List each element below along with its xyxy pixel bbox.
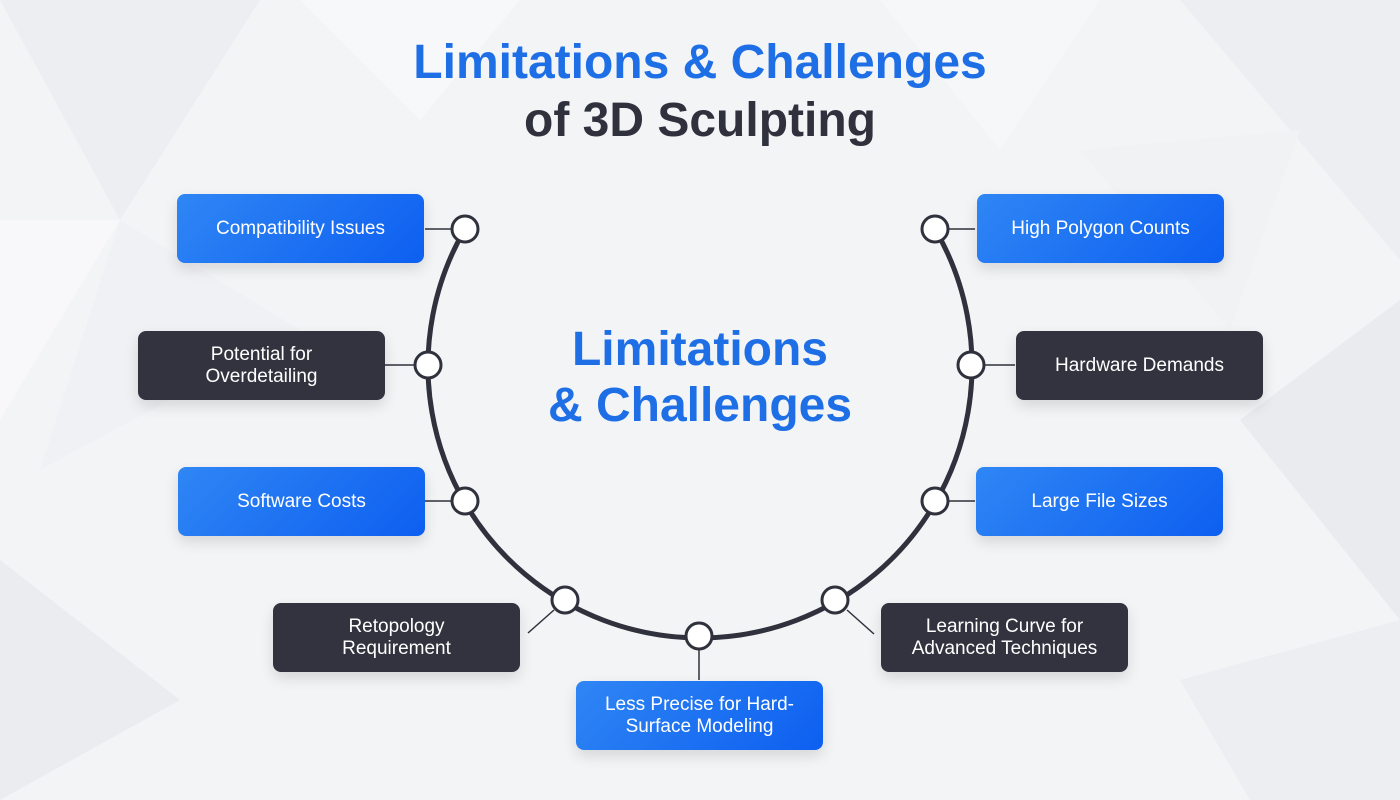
center-label-line-2: & Challenges [547, 379, 853, 432]
title-line-1: Limitations & Challenges [413, 36, 987, 89]
node-retopology [550, 585, 580, 615]
center-label-line-1: Limitations [571, 323, 828, 376]
item-learning-curve-label: Learning Curve for Advanced Techniques [911, 615, 1098, 659]
item-compatibility-issues: Compatibility Issues [177, 194, 424, 263]
connector-learning-curve [846, 609, 875, 635]
node-compatibility [450, 214, 480, 244]
item-less-precise: Less Precise for Hard-Surface Modeling [576, 681, 823, 750]
node-high-polygon [920, 214, 950, 244]
item-software-costs: Software Costs [178, 467, 425, 536]
item-potential-for-overdetailing-label: Potential for Overdetailing [205, 343, 318, 387]
item-less-precise-label: Less Precise for Hard-Surface Modeling [604, 693, 794, 737]
item-retopology-requirement-label: Retopology Requirement [342, 615, 451, 659]
arc-ring [425, 227, 975, 641]
item-learning-curve: Learning Curve for Advanced Techniques [881, 603, 1128, 672]
node-hardware [956, 350, 986, 380]
node-overdetailing [413, 350, 443, 380]
node-large-files [920, 486, 950, 516]
item-high-polygon-counts: High Polygon Counts [977, 194, 1224, 263]
center-label: Limitations & Challenges [470, 322, 930, 434]
node-software-costs [450, 486, 480, 516]
title-line-2: of 3D Sculpting [524, 94, 876, 147]
page-title: Limitations & Challenges of 3D Sculpting [0, 34, 1400, 150]
item-large-file-sizes: Large File Sizes [976, 467, 1223, 536]
item-retopology-requirement: Retopology Requirement [273, 603, 520, 672]
node-learning-curve [820, 585, 850, 615]
node-less-precise [684, 621, 714, 651]
item-hardware-demands: Hardware Demands [1016, 331, 1263, 400]
connector-retopology [527, 609, 555, 634]
item-potential-for-overdetailing: Potential for Overdetailing [138, 331, 385, 400]
